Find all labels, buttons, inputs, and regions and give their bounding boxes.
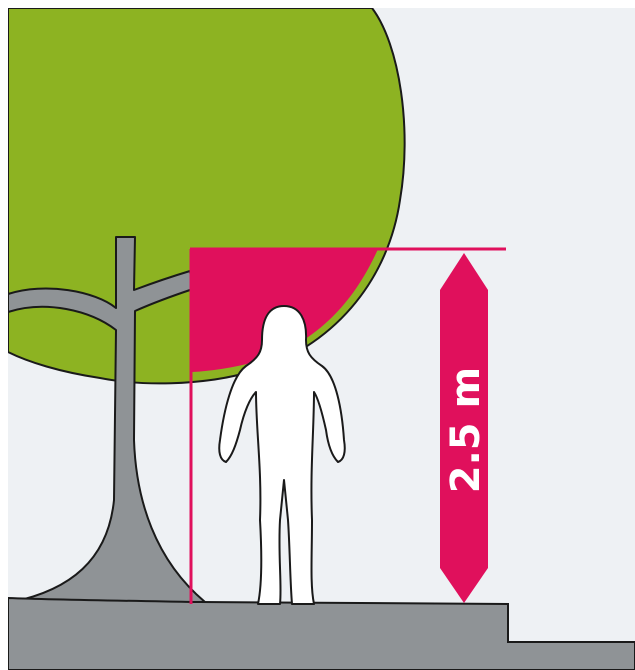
frame-left — [0, 0, 8, 670]
height-label: 2.5 m — [443, 367, 489, 493]
frame-top — [0, 0, 635, 8]
